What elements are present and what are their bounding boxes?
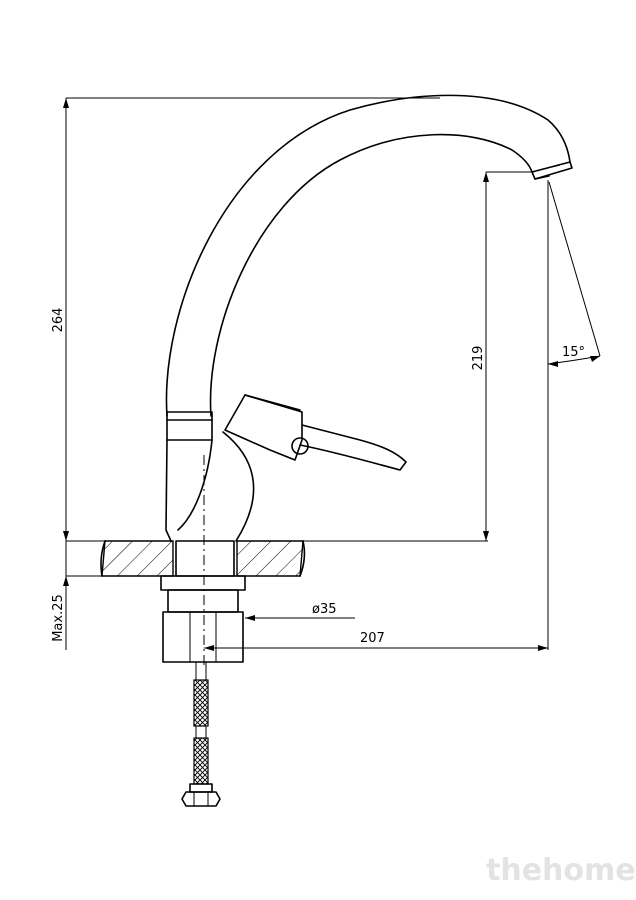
dimension-hole-diameter [245,615,355,621]
dimension-spout-angle [547,180,601,650]
dimension-mount-thickness [63,541,102,650]
dimension-spout-reach [204,645,548,651]
faucet-body [165,411,255,542]
faucet-spout [165,94,573,417]
dim-label-219: 219 [471,346,486,371]
lever-handle [224,394,407,471]
countertop-section [100,540,306,577]
watermark-logo: thehome [486,853,636,888]
dim-label-d35: ø35 [312,602,337,617]
dim-label-207: 207 [360,631,385,646]
dim-label-264: 264 [51,308,66,333]
mounting-shank [160,540,246,663]
dimension-spout-height [303,171,532,542]
dimension-total-height [63,97,440,542]
dim-label-max25: Max.25 [51,594,66,642]
dim-label-15deg: 15° [562,345,585,360]
flexible-hose [181,661,221,807]
